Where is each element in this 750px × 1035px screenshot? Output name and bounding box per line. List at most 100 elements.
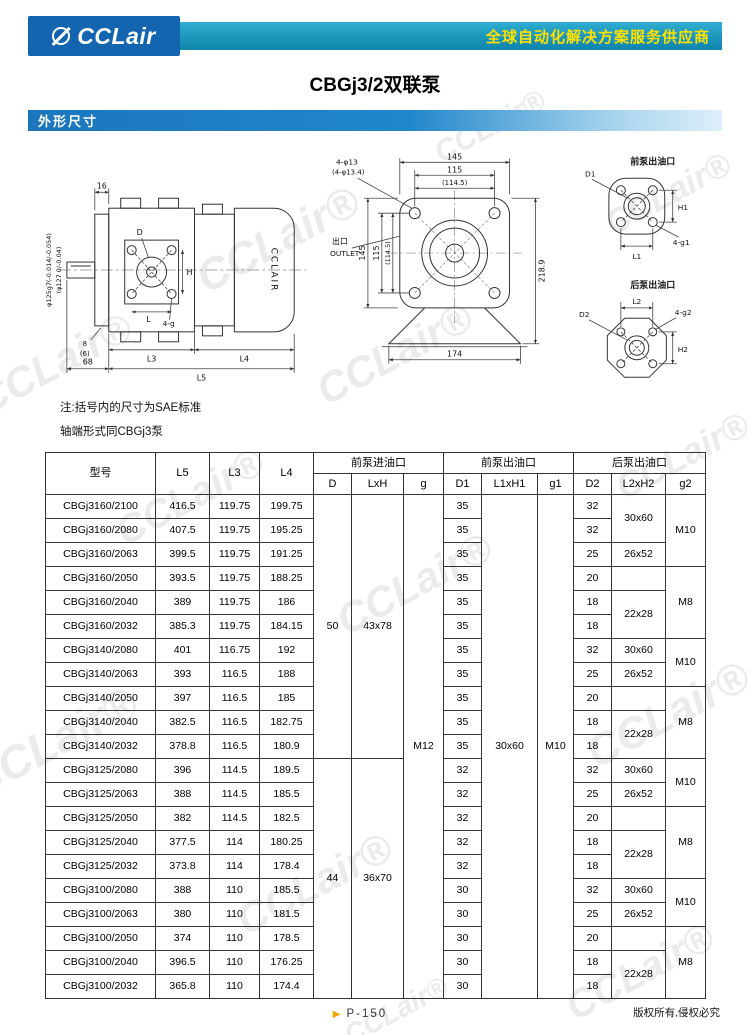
outlet-label-cn: 出口 — [332, 236, 348, 246]
value-cell: 32 — [573, 878, 612, 903]
drawing-notes: 注:括号内的尺寸为SAE标准 轴端形式同CBGj3泵 — [60, 396, 201, 444]
value-cell: 176.25 — [259, 950, 314, 975]
value-cell: 184.15 — [259, 614, 314, 639]
dim-114-top: (114.5) — [442, 179, 468, 187]
value-cell: 385.3 — [155, 614, 210, 639]
column-header: D — [313, 473, 352, 495]
value-cell: 32 — [443, 758, 482, 783]
dim-4g1: 4-g1 — [673, 238, 690, 247]
column-header: D2 — [573, 473, 612, 495]
value-cell: 119.75 — [209, 494, 260, 519]
dim-4g: 4-g — [163, 319, 175, 328]
value-cell: 30 — [443, 902, 482, 927]
value-cell: 30 — [443, 878, 482, 903]
model-cell: CBGj3125/2032 — [45, 854, 156, 879]
value-cell: 25 — [573, 662, 612, 687]
section-header: 外形尺寸 — [28, 110, 722, 131]
front-view-drawing: 4-φ13 (4-φ13.4) 145 115 (114.5) 145 115 … — [330, 152, 546, 364]
side-view-drawing: 16 φ125g7(-0.014/-0.054) (φ127 0/-0.04) … — [45, 181, 307, 383]
value-cell: 116.75 — [209, 638, 260, 663]
dim-H1: H1 — [678, 203, 689, 212]
value-cell: 32 — [573, 638, 612, 663]
value-cell: 189.5 — [259, 758, 314, 783]
model-cell: CBGj3160/2040 — [45, 590, 156, 615]
dim-D2: D2 — [579, 310, 590, 319]
value-cell: 378.8 — [155, 734, 210, 759]
value-cell: 25 — [573, 902, 612, 927]
value-cell: 22x28 — [611, 830, 666, 879]
column-header: 前泵出油口 — [443, 452, 574, 474]
value-cell: 35 — [443, 542, 482, 567]
column-header: L2xH2 — [611, 473, 666, 495]
value-cell: 188 — [259, 662, 314, 687]
value-cell: 30 — [443, 950, 482, 975]
dim-114-left: (114.5) — [384, 241, 392, 265]
model-cell: CBGj3160/2050 — [45, 566, 156, 591]
value-cell: 18 — [573, 974, 612, 999]
dim-D: D — [137, 228, 143, 237]
value-cell: 114 — [209, 830, 260, 855]
dim-68: 68 — [83, 358, 93, 367]
dim-L: L — [146, 315, 151, 324]
value-cell: 119.75 — [209, 542, 260, 567]
value-cell: 188.25 — [259, 566, 314, 591]
value-cell: 26x52 — [611, 662, 666, 687]
value-cell: 32 — [443, 782, 482, 807]
dim-115-left: 115 — [372, 245, 381, 260]
value-cell — [611, 806, 666, 831]
value-cell: 401 — [155, 638, 210, 663]
value-cell: 35 — [443, 518, 482, 543]
value-cell: 182.5 — [259, 806, 314, 831]
note-line: 轴端形式同CBGj3泵 — [60, 426, 163, 439]
dim-6: (6) — [80, 350, 90, 358]
value-cell: 365.8 — [155, 974, 210, 999]
value-cell: 30x60 — [611, 758, 666, 783]
model-cell: CBGj3140/2040 — [45, 710, 156, 735]
value-cell: 22x28 — [611, 950, 666, 999]
value-cell: 26x52 — [611, 782, 666, 807]
value-cell: 35 — [443, 494, 482, 519]
value-cell: 114.5 — [209, 758, 260, 783]
value-cell: M8 — [665, 686, 706, 759]
model-cell: CBGj3100/2032 — [45, 974, 156, 999]
column-header: L1xH1 — [481, 473, 538, 495]
value-cell — [611, 686, 666, 711]
value-cell: 382 — [155, 806, 210, 831]
value-cell: 35 — [443, 710, 482, 735]
value-cell: 181.5 — [259, 902, 314, 927]
value-cell: 116.5 — [209, 710, 260, 735]
value-cell: 35 — [443, 638, 482, 663]
value-cell: 119.75 — [209, 518, 260, 543]
value-cell: 44 — [313, 758, 352, 999]
column-header: 型号 — [45, 452, 156, 495]
model-cell: CBGj3100/2040 — [45, 950, 156, 975]
value-cell: 116.5 — [209, 734, 260, 759]
dim-145-top: 145 — [447, 152, 462, 161]
value-cell: 380 — [155, 902, 210, 927]
value-cell: 110 — [209, 950, 260, 975]
value-cell: M10 — [665, 878, 706, 927]
value-cell: 22x28 — [611, 710, 666, 759]
value-cell: 20 — [573, 926, 612, 951]
model-cell: CBGj3160/2032 — [45, 614, 156, 639]
value-cell: 119.75 — [209, 566, 260, 591]
value-cell: 110 — [209, 878, 260, 903]
dim-L4: L4 — [240, 355, 250, 364]
dim-218-9: 218.9 — [537, 260, 546, 283]
column-header: g1 — [537, 473, 574, 495]
company-logo: CCLair — [28, 16, 180, 56]
tagline-bar: 全球自动化解决方案服务供应商 — [180, 22, 722, 50]
value-cell: 18 — [573, 734, 612, 759]
dim-H2: H2 — [678, 345, 688, 354]
value-cell: 185.5 — [259, 878, 314, 903]
column-header: g2 — [665, 473, 706, 495]
